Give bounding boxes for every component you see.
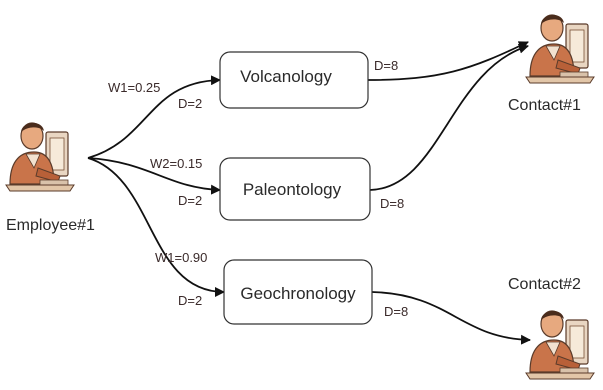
weight-label-volcanology: W1=0.25: [108, 80, 160, 95]
edge-volcanology-to-contact1: [367, 41, 529, 81]
contact1-node: Contact#1: [508, 14, 595, 114]
edge-employee-to-paleontology: [87, 157, 221, 195]
distance-label-paleontology-in: D=2: [178, 193, 202, 208]
person-at-computer-icon: [525, 14, 595, 84]
person-at-computer-icon: [525, 310, 595, 380]
distance-label-geochronology-in: D=2: [178, 293, 202, 308]
edge-geochronology-to-contact2: [371, 291, 531, 345]
contact1-label: Contact#1: [508, 97, 581, 114]
weight-label-geochronology: W1=0.90: [155, 250, 207, 265]
person-at-computer-icon: [5, 122, 75, 192]
topic-box-volcanology: Volcanology: [219, 51, 369, 109]
topic-label-paleontology: Paleontology: [243, 180, 342, 199]
distance-label-volcanology-out: D=8: [374, 58, 398, 73]
employee-label: Employee#1: [6, 217, 95, 234]
edge-employee-to-volcanology: [87, 75, 221, 159]
distance-label-paleontology-out: D=8: [380, 196, 404, 211]
edge-employee-to-geochronology: [87, 157, 225, 297]
edge-paleontology-to-contact1: [369, 43, 529, 191]
topic-box-paleontology: Paleontology: [219, 157, 371, 221]
distance-label-volcanology-in: D=2: [178, 96, 202, 111]
contact2-label: Contact#2: [508, 276, 581, 293]
distance-label-geochronology-out: D=8: [384, 304, 408, 319]
topic-label-volcanology: Volcanology: [240, 67, 332, 86]
contact2-node: Contact#2: [508, 276, 595, 380]
topic-box-geochronology: Geochronology: [223, 259, 373, 325]
topic-label-geochronology: Geochronology: [240, 284, 356, 303]
weight-label-paleontology: W2=0.15: [150, 156, 202, 171]
employee-node: Employee#1: [5, 122, 95, 234]
